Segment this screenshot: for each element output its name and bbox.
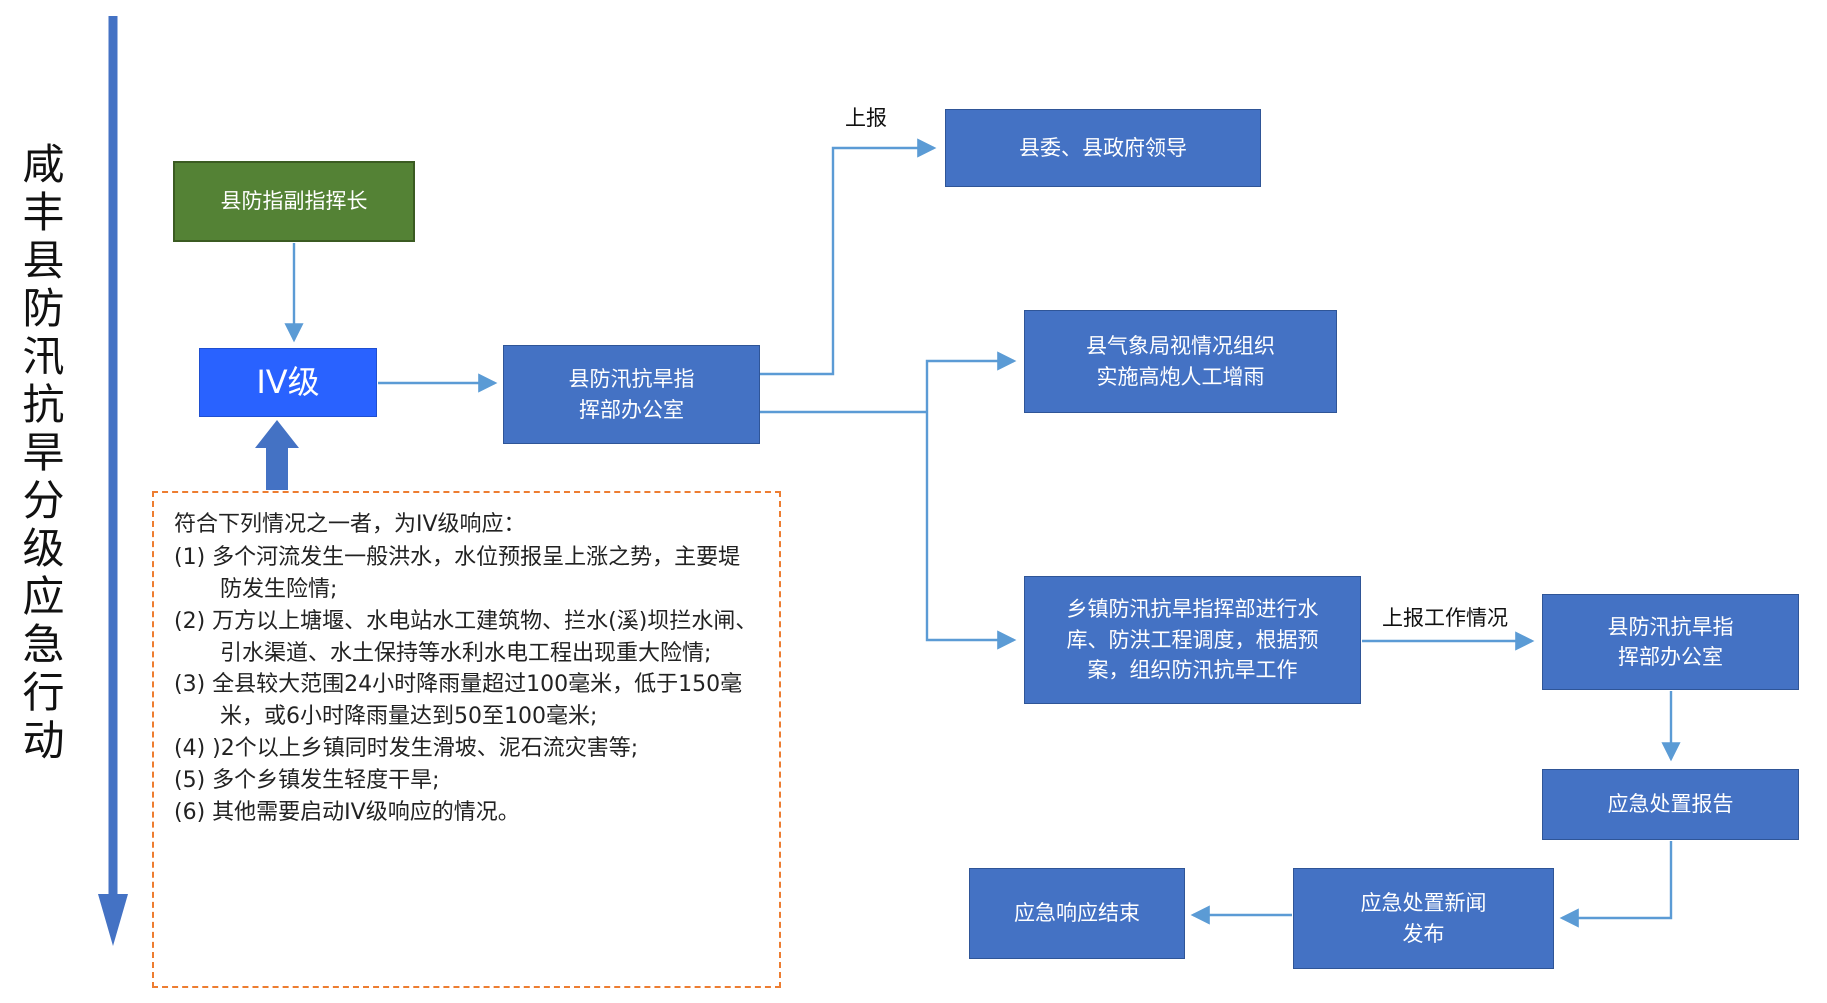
condition-item-6: (6) 其他需要启动IV级响应的情况。 xyxy=(174,800,520,826)
conditions-header: 符合下列情况之一者，为IV级响应： xyxy=(174,512,526,537)
condition-item-1: (1) 多个河流发生一般洪水，水位预报呈上涨之势，主要堤防发生险情; xyxy=(174,544,741,602)
edge-label-report-work-status: 上报工作情况 xyxy=(1382,606,1508,630)
condition-item-2: (2) 万方以上塘堰、水电站水工建筑物、拦水(溪)坝拦水闸、引水渠道、水土保持等… xyxy=(174,608,758,666)
condition-item-3: (3) 全县较大范围24小时降雨量超过100毫米，低于150毫米，或6小时降雨量… xyxy=(174,672,743,730)
node-deputy-commander: 县防指副指挥长 xyxy=(173,161,415,242)
node-flood-office-1: 县防汛抗旱指 挥部办公室 xyxy=(503,345,760,444)
node-emergency-report: 应急处置报告 xyxy=(1542,769,1799,840)
node-township-hq: 乡镇防汛抗旱指挥部进行水 库、防洪工程调度，根据预 案，组织防汛抗旱工作 xyxy=(1024,576,1361,704)
condition-item-4: (4) )2个以上乡镇同时发生滑坡、泥石流灾害等; xyxy=(174,736,639,762)
connector-report-to-news xyxy=(1559,841,1673,928)
connector-office-to-leaders xyxy=(760,138,937,376)
diagram-title: 咸丰县防汛抗旱分级应急行动 xyxy=(16,142,65,766)
connector-trunk-to-township xyxy=(925,412,1017,650)
node-response-end: 应急响应结束 xyxy=(969,868,1185,959)
node-flood-office-2: 县防汛抗旱指 挥部办公室 xyxy=(1542,594,1799,690)
connector-trunk-to-meteorology xyxy=(925,351,1017,412)
condition-item-5: (5) 多个乡镇发生轻度干旱; xyxy=(174,768,440,794)
node-meteorology-bureau: 县气象局视情况组织 实施高炮人工增雨 xyxy=(1024,310,1337,413)
node-level-iv: IV级 xyxy=(199,348,377,417)
node-news-release: 应急处置新闻 发布 xyxy=(1293,868,1554,969)
edge-label-report-up: 上报 xyxy=(845,106,887,130)
conditions-to-level-up-arrow xyxy=(255,420,299,490)
conditions-box: 符合下列情况之一者，为IV级响应： (1) 多个河流发生一般洪水，水位预报呈上涨… xyxy=(152,491,781,988)
node-county-leaders: 县委、县政府领导 xyxy=(945,109,1261,187)
timeline-down-arrow xyxy=(98,16,128,946)
